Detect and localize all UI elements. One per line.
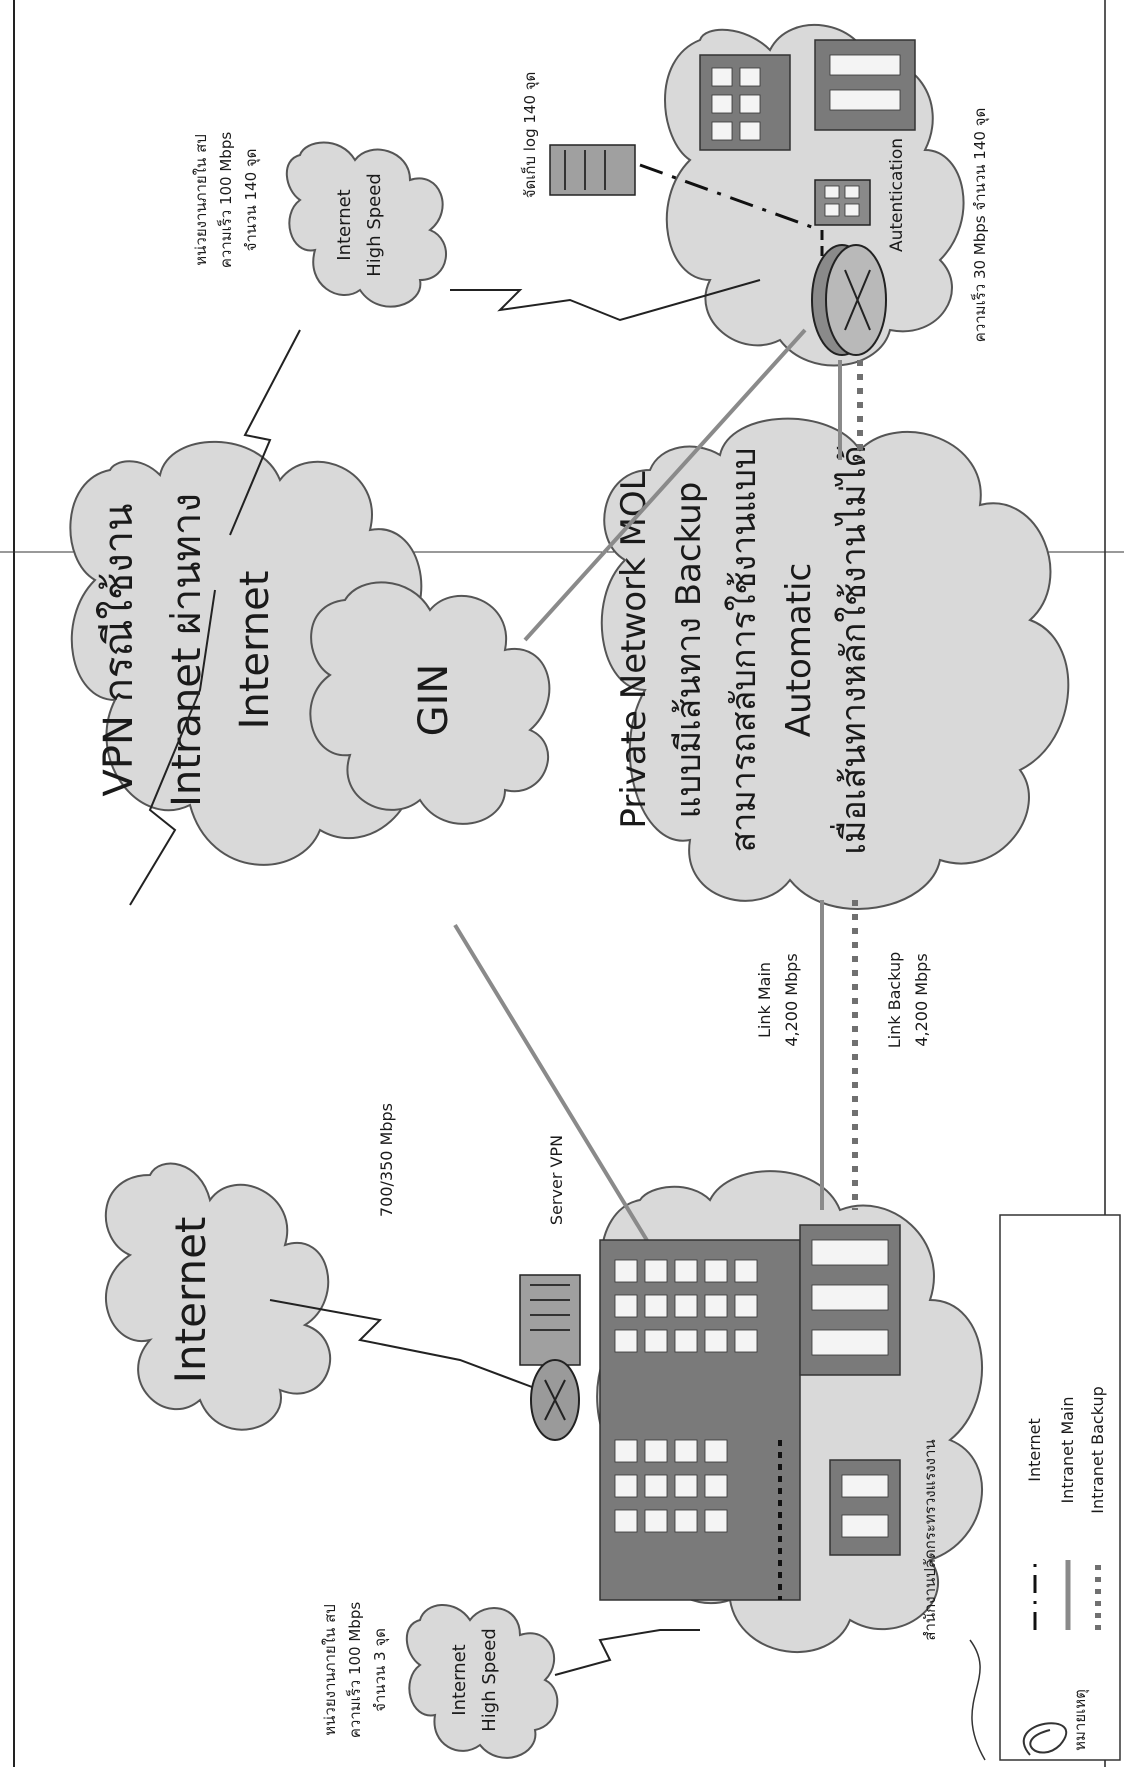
- legend-label-internet: Internet: [1025, 1418, 1044, 1482]
- private-network-cloud: Private Network MOL แบบมีเส้นทาง Backup …: [600, 417, 1070, 910]
- server-vpn-icon: [519, 1274, 581, 1366]
- top-units-line1: หน่วยงานภายใน สป: [192, 134, 210, 265]
- legend-item-intranet-main: Intranet Main: [1058, 1396, 1077, 1630]
- bottom-units-line2: ความเร็ว 100 Mbps: [345, 1602, 364, 1739]
- ministry-building-icon: [599, 1239, 801, 1601]
- legend: หมายเหตุ Internet Intranet Main Intranet…: [999, 1214, 1121, 1761]
- vpn-cloud-line3: Internet: [232, 571, 278, 730]
- vpn-highspeed-bolt: [229, 329, 301, 536]
- hs-bottom-line2: High Speed: [479, 1628, 500, 1732]
- server-vpn-label: Server VPN: [547, 1135, 566, 1225]
- datacenter-switch-icon: [814, 39, 916, 131]
- high-speed-cloud-top: Internet High Speed: [285, 141, 447, 308]
- private-line2: แบบมีเส้นทาง Backup: [669, 482, 709, 819]
- log-server-icon: [549, 144, 636, 196]
- private-line5: เมื่อเส้นทางหลักใช้งานไม่ได้: [830, 445, 874, 854]
- ministry-router-icon: [530, 1359, 580, 1441]
- legend-item-intranet-backup: Intranet Backup: [1088, 1386, 1107, 1630]
- bandwidth-700-label: 700/350 Mbps: [377, 1103, 396, 1217]
- highspeed-datacenter-bolt: [450, 279, 761, 322]
- high-speed-cloud-bottom: Internet High Speed: [405, 1604, 559, 1759]
- hs-top-line1: Internet: [334, 189, 355, 260]
- ministry-label: สำนักงานปลัดกระทรวงแรงงาน: [921, 1439, 939, 1640]
- gin-to-datacenter-link: [523, 328, 807, 642]
- hs-top-line2: High Speed: [364, 173, 385, 277]
- vpn-cloud-line2: Intranet ผ่านทาง: [164, 493, 210, 807]
- legend-label-intranet-backup: Intranet Backup: [1088, 1386, 1107, 1514]
- internet-ministry-bolt: [269, 1299, 541, 1391]
- log-store-label: จัดเก็บ log 140 จุด: [520, 72, 540, 199]
- log-to-auth-link: [639, 163, 821, 232]
- hs-bottom-line1: Internet: [449, 1644, 470, 1715]
- authentication-server-icon: [814, 179, 871, 226]
- link-backup-line1: Link Backup: [885, 952, 904, 1049]
- private-line1: Private Network MOL: [614, 471, 654, 828]
- link-main-line1: Link Main: [755, 962, 774, 1038]
- top-units-line3: จำนวน 140 จุด: [242, 149, 261, 252]
- datacenter-building-icon: [699, 54, 791, 151]
- gin-cloud: GIN: [309, 581, 551, 825]
- private-line3: สามารถสลับการใช้งานแบบ: [724, 448, 764, 853]
- core-switch-icon: [799, 1224, 901, 1376]
- top-units-line2: ความเร็ว 100 Mbps: [216, 132, 235, 269]
- highspeed-ministry-bolt: [554, 1629, 700, 1676]
- vpn-cloud-line1: VPN กรณีใช้งาน: [95, 504, 142, 797]
- autentication-label: Autentication: [887, 138, 907, 252]
- internet-cloud: Internet: [104, 1162, 331, 1431]
- signature-mark: [1022, 1722, 1068, 1756]
- speed-30-label: ความเร็ว 30 Mbps จำนวน 140 จุด: [970, 108, 990, 342]
- ministry-building-windows: [614, 1259, 758, 1533]
- bottom-units-line1: หน่วยงานภายใน สป: [321, 1604, 339, 1735]
- internet-vpn-bolt: [129, 589, 216, 906]
- legend-label-intranet-main: Intranet Main: [1058, 1396, 1077, 1503]
- internet-cloud-label: Internet: [166, 1217, 215, 1384]
- legend-item-internet: Internet: [1025, 1418, 1044, 1630]
- router-datacenter-icon: [811, 244, 887, 356]
- ministry-switch-bottom-icon: [829, 1459, 901, 1556]
- gin-cloud-label: GIN: [411, 664, 457, 737]
- bottom-units-line3: จำนวน 3 จุด: [371, 1628, 390, 1712]
- link-main-line2: 4,200 Mbps: [782, 953, 801, 1046]
- signature-stroke: [969, 1639, 986, 1761]
- private-line4: Automatic: [779, 563, 819, 737]
- link-backup-line2: 4,200 Mbps: [912, 953, 931, 1046]
- legend-title: หมายเหตุ: [1071, 1689, 1090, 1751]
